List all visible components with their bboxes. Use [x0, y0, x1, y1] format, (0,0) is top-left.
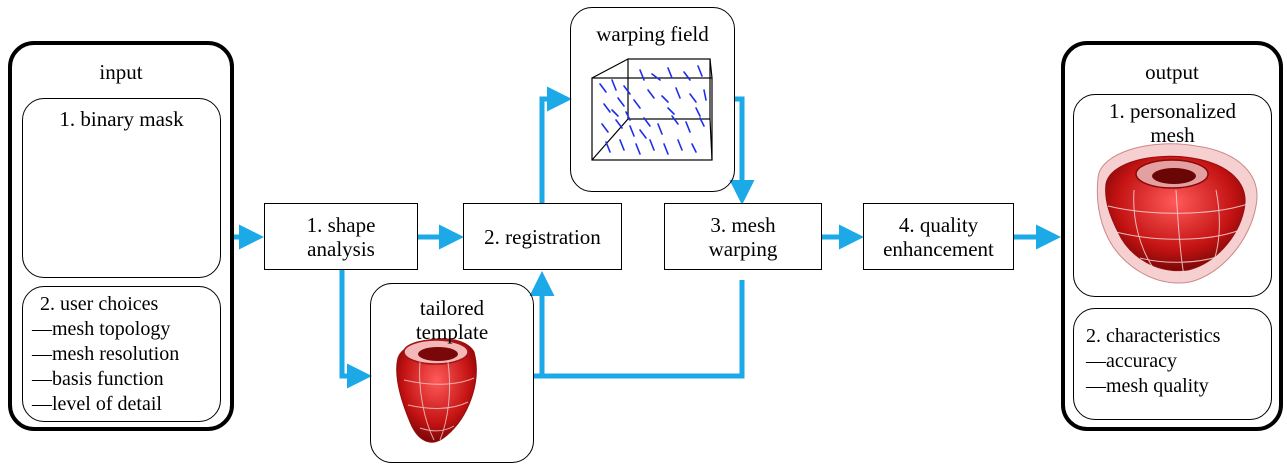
input-title: input: [99, 60, 143, 84]
characteristics-box: [1073, 308, 1272, 420]
step-quality-enhancement: 4. quality enhancement: [863, 203, 1014, 270]
characteristic-item: —accuracy: [1086, 350, 1178, 372]
output-title: output: [1145, 60, 1199, 84]
step-warping-line1: 3. mesh: [710, 212, 776, 237]
mesh-line2: mesh: [1150, 123, 1195, 147]
warping-field-image: [591, 58, 713, 161]
step-registration: 2. registration: [463, 203, 622, 270]
step-shape-analysis: 1. shape analysis: [264, 203, 418, 270]
user-choice-item: —mesh resolution: [32, 343, 180, 365]
template-line1: tailored: [419, 296, 485, 320]
user-choice-item: —basis function: [32, 368, 164, 390]
output-panel: [1061, 41, 1283, 431]
binary-mask-box: [22, 98, 221, 278]
step-quality-line2: enhancement: [883, 236, 994, 261]
step-mesh-warping: 3. mesh warping: [664, 203, 822, 270]
step-warping-line2: warping: [708, 236, 778, 261]
warping-field-box: [570, 7, 735, 192]
personalized-mesh-label: 1. personalized mesh: [1073, 99, 1272, 147]
step-registration-label: 2. registration: [484, 224, 601, 249]
arrow-template-to-warping: [534, 280, 745, 379]
arrow-shape-to-template: [339, 270, 372, 389]
characteristic-item: —mesh quality: [1086, 375, 1209, 397]
mesh-line1: 1. personalized: [1108, 99, 1237, 123]
template-heart-image: [396, 338, 477, 443]
personalized-mesh-box: [1073, 94, 1272, 297]
characteristics-heading: 2. characteristics: [1086, 325, 1221, 347]
characteristics-list: 2. characteristics —accuracy —mesh quali…: [1086, 324, 1276, 399]
user-choices-heading: 2. user choices: [40, 293, 159, 315]
step-shape-line2: analysis: [307, 236, 375, 261]
arrow-registration-to-field: [539, 86, 572, 204]
arrow-field-to-warping: [729, 96, 755, 205]
personalized-mesh-image: [1096, 143, 1258, 284]
user-choice-item: —level of detail: [32, 393, 162, 415]
user-choices-list: 2. user choices —mesh topology —mesh res…: [32, 292, 222, 417]
user-choice-item: —mesh topology: [32, 318, 171, 340]
step-quality-line1: 4. quality: [898, 212, 979, 237]
template-line2: template: [415, 320, 489, 344]
tailored-template-box: [370, 283, 534, 463]
binary-mask-label: 1. binary mask: [59, 107, 184, 131]
flow-arrows: [232, 86, 1061, 389]
warping-field-label: warping field: [596, 22, 709, 46]
user-choices-box: [22, 286, 221, 422]
step-shape-line1: 1. shape: [306, 212, 376, 237]
tailored-template-label: tailored template: [370, 296, 534, 344]
